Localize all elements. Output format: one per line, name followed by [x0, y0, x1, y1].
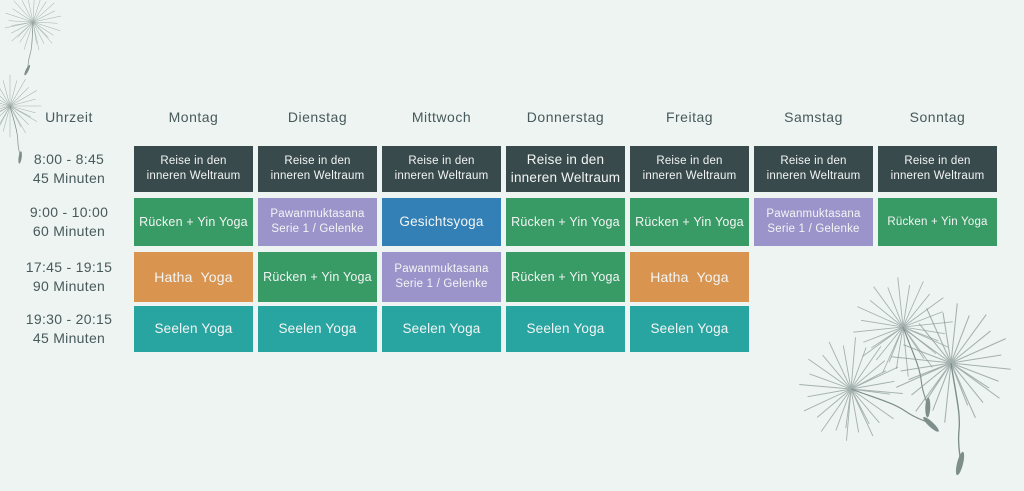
- schedule-cell-montag-row3: Hatha Yoga: [134, 252, 253, 302]
- schedule-cell-donnerstag-row4: Seelen Yoga: [506, 306, 625, 352]
- schedule-cell-samstag-row1: Reise in den inneren Weltraum: [754, 146, 873, 192]
- time-slot-label: 19:30 - 20:15 45 Minuten: [25, 311, 113, 346]
- day-header-dienstag: Dienstag: [287, 109, 348, 125]
- schedule-cell-sonntag-row2: Rücken + Yin Yoga: [878, 198, 997, 246]
- day-header-donnerstag: Donnerstag: [526, 109, 605, 125]
- time-slot-label: 17:45 - 19:15 90 Minuten: [25, 259, 113, 294]
- schedule-cell-freitag-row4: Seelen Yoga: [630, 306, 749, 352]
- schedule-cell-freitag-row3: Hatha Yoga: [630, 252, 749, 302]
- schedule-cell-dienstag-row1: Reise in den inneren Weltraum: [258, 146, 377, 192]
- schedule-cell-donnerstag-row2: Rücken + Yin Yoga: [506, 198, 625, 246]
- time-slot-label: 8:00 - 8:45 45 Minuten: [32, 151, 106, 186]
- schedule-cell-mittwoch-row3: Pawanmuktasana Serie 1 / Gelenke: [382, 252, 501, 302]
- time-column-header: Uhrzeit: [45, 109, 93, 125]
- schedule-cell-sonntag-row1: Reise in den inneren Weltraum: [878, 146, 997, 192]
- schedule-cell-mittwoch-row2: Gesichtsyoga: [382, 198, 501, 246]
- schedule-cell-donnerstag-row1: Reise in den inneren Weltraum: [506, 146, 625, 192]
- schedule-cell-freitag-row1: Reise in den inneren Weltraum: [630, 146, 749, 192]
- day-header-freitag: Freitag: [665, 109, 714, 125]
- schedule-cell-donnerstag-row3: Rücken + Yin Yoga: [506, 252, 625, 302]
- dandelion-seed-illustration: [0, 0, 69, 164]
- schedule-cell-freitag-row2: Rücken + Yin Yoga: [630, 198, 749, 246]
- day-header-montag: Montag: [168, 109, 219, 125]
- time-slot-label: 9:00 - 10:00 60 Minuten: [29, 204, 109, 239]
- schedule-cell-samstag-row2: Pawanmuktasana Serie 1 / Gelenke: [754, 198, 873, 246]
- schedule-cell-montag-row1: Reise in den inneren Weltraum: [134, 146, 253, 192]
- schedule-cell-montag-row2: Rücken + Yin Yoga: [134, 198, 253, 246]
- schedule-cell-mittwoch-row4: Seelen Yoga: [382, 306, 501, 352]
- schedule-cell-montag-row4: Seelen Yoga: [134, 306, 253, 352]
- day-header-mittwoch: Mittwoch: [411, 109, 472, 125]
- schedule-cell-dienstag-row3: Rücken + Yin Yoga: [258, 252, 377, 302]
- schedule-cell-dienstag-row4: Seelen Yoga: [258, 306, 377, 352]
- schedule-cell-dienstag-row2: Pawanmuktasana Serie 1 / Gelenke: [258, 198, 377, 246]
- dandelion-seed-illustration: [779, 272, 1017, 487]
- schedule-cell-mittwoch-row1: Reise in den inneren Weltraum: [382, 146, 501, 192]
- day-header-sonntag: Sonntag: [909, 109, 966, 125]
- day-header-samstag: Samstag: [784, 109, 843, 125]
